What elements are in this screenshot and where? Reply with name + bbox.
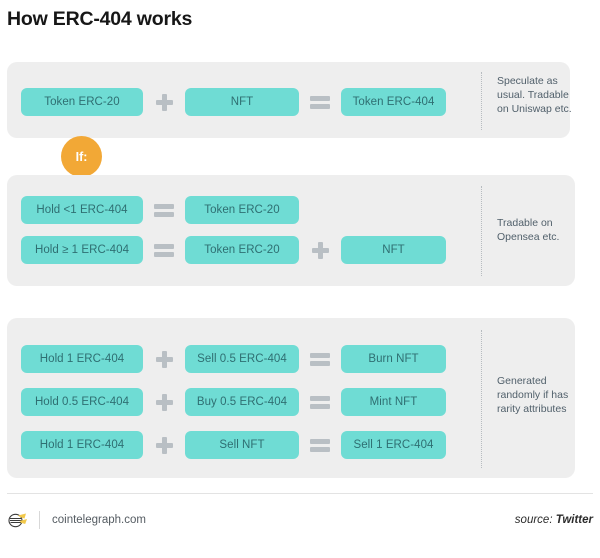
table-row: Hold 0.5 ERC-404 Buy 0.5 ERC-404 Mint NF… — [21, 388, 446, 416]
panel-divider — [481, 330, 482, 468]
list-item[interactable]: Hold ≥ 1 ERC-404 — [21, 236, 143, 264]
plus-icon — [143, 350, 185, 368]
equals-icon — [299, 438, 341, 452]
plus-icon — [299, 241, 341, 259]
footer-divider — [7, 493, 593, 494]
plus-icon — [143, 93, 185, 111]
list-item[interactable]: Sell 1 ERC-404 — [341, 431, 446, 459]
table-row: Hold <1 ERC-404 Token ERC-20 — [21, 196, 299, 224]
page-title: How ERC-404 works — [7, 8, 193, 30]
list-item[interactable]: Hold 0.5 ERC-404 — [21, 388, 143, 416]
panel-divider — [481, 72, 482, 130]
list-item[interactable]: Hold 1 ERC-404 — [21, 431, 143, 459]
plus-icon — [143, 393, 185, 411]
footer-separator — [39, 511, 40, 529]
table-row: Hold 1 ERC-404 Sell NFT Sell 1 ERC-404 — [21, 431, 446, 459]
list-item[interactable]: Buy 0.5 ERC-404 — [185, 388, 299, 416]
equals-icon — [299, 95, 341, 109]
equals-icon — [143, 243, 185, 257]
list-item[interactable]: Token ERC-20 — [185, 196, 299, 224]
table-row: Hold 1 ERC-404 Sell 0.5 ERC-404 Burn NFT — [21, 345, 446, 373]
panel-note: Speculate as usual. Tradable on Uniswap … — [497, 75, 572, 115]
footer-site-link[interactable]: cointelegraph.com — [52, 514, 146, 526]
cointelegraph-logo-icon — [7, 509, 29, 531]
table-row: Hold ≥ 1 ERC-404 Token ERC-20 NFT — [21, 236, 446, 264]
list-item[interactable]: Burn NFT — [341, 345, 446, 373]
panel-note: Tradable on Opensea etc. — [497, 217, 560, 243]
list-item[interactable]: Token ERC-20 — [185, 236, 299, 264]
list-item[interactable]: NFT — [185, 88, 299, 116]
table-row: Token ERC-20 NFT Token ERC-404 — [21, 88, 446, 116]
equals-icon — [143, 203, 185, 217]
panel-note: Generated randomly if has rarity attribu… — [497, 375, 569, 415]
footer-source-prefix: source: — [514, 514, 556, 526]
list-item[interactable]: NFT — [341, 236, 446, 264]
footer-source: source: Twitter — [515, 514, 593, 526]
list-item[interactable]: Hold <1 ERC-404 — [21, 196, 143, 224]
footer-source-name: Twitter — [555, 514, 593, 526]
list-item[interactable]: Token ERC-404 — [341, 88, 446, 116]
panel-divider — [481, 186, 482, 276]
footer: cointelegraph.com source: Twitter — [7, 505, 593, 535]
list-item[interactable]: Sell NFT — [185, 431, 299, 459]
plus-icon — [143, 436, 185, 454]
list-item[interactable]: Mint NFT — [341, 388, 446, 416]
equals-icon — [299, 395, 341, 409]
list-item[interactable]: Token ERC-20 — [21, 88, 143, 116]
equals-icon — [299, 352, 341, 366]
status-badge: If: — [61, 136, 102, 177]
list-item[interactable]: Sell 0.5 ERC-404 — [185, 345, 299, 373]
list-item[interactable]: Hold 1 ERC-404 — [21, 345, 143, 373]
panel-holding — [7, 175, 575, 286]
